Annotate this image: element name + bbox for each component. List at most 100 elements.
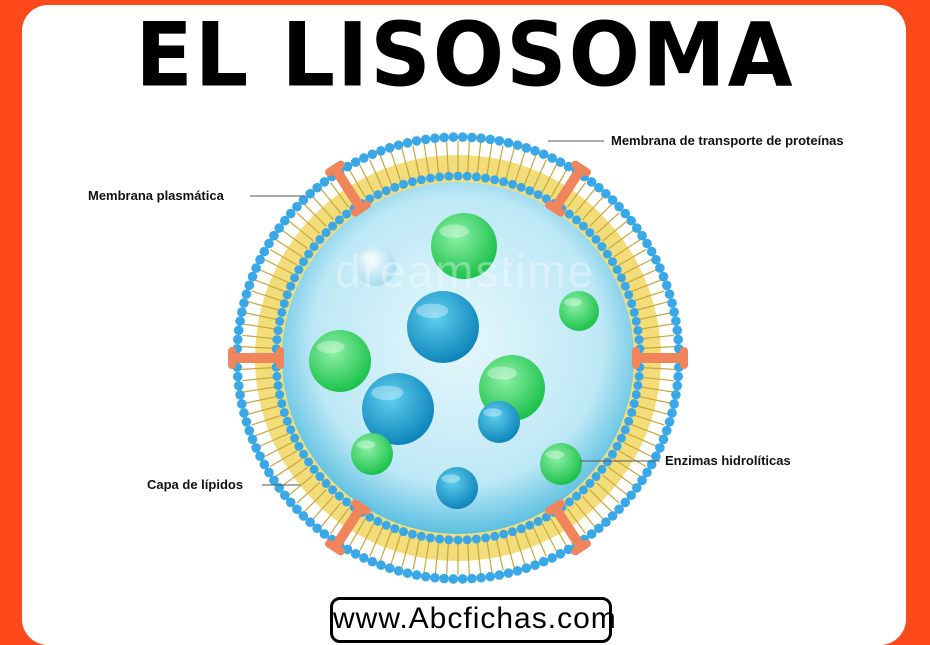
phospholipid-head: [538, 556, 549, 567]
phospholipid-head: [381, 186, 391, 196]
phospholipid-head: [309, 464, 319, 474]
phospholipid-head: [624, 290, 634, 300]
phospholipid-head: [664, 289, 675, 299]
phospholipid-head: [390, 182, 400, 192]
transport-protein: [325, 160, 371, 217]
phospholipid-head: [637, 230, 647, 241]
phospholipid-head: [376, 560, 386, 570]
phospholipid-head: [274, 483, 285, 493]
website-link[interactable]: www.Abcfichas.com: [330, 597, 616, 643]
phospholipid-head: [620, 208, 631, 219]
phospholipid-head: [342, 544, 353, 555]
phospholipid-head: [269, 230, 279, 241]
enzyme-vesicle: [478, 401, 520, 443]
phospholipid-head: [457, 132, 468, 142]
phospholipid-head: [298, 511, 309, 521]
phospholipid-head: [233, 380, 244, 391]
phospholipid-head: [309, 242, 319, 252]
enzyme-vesicle: [540, 443, 582, 485]
phospholipid-head: [585, 478, 595, 488]
phospholipid-head: [277, 307, 287, 317]
phospholipid-head: [241, 289, 252, 299]
phospholipid-head: [334, 491, 344, 501]
watermark: dreamstime: [335, 245, 596, 297]
phospholipid-head: [328, 485, 338, 495]
phospholipid-head: [319, 529, 330, 539]
page-title: EL LISOSOMA: [135, 3, 795, 107]
phospholipid-head: [485, 134, 496, 145]
phospholipid-head: [516, 182, 526, 192]
phospholipid-head: [671, 316, 681, 326]
phospholipid-head: [586, 529, 597, 539]
phospholipid-head: [572, 491, 582, 501]
phospholipid-head: [402, 138, 413, 148]
phospholipid-head: [512, 566, 523, 576]
phospholipid-head: [384, 563, 395, 573]
phospholipid-head: [298, 195, 309, 205]
transport-proteins: [228, 160, 688, 556]
phospholipid-head: [420, 134, 431, 145]
phospholipid-head: [430, 133, 440, 144]
phospholipid-head: [294, 441, 304, 451]
phospholipid-head: [285, 208, 296, 219]
phospholipid-head: [444, 535, 454, 545]
phospholipid-head: [237, 399, 247, 409]
phospholipid-head: [616, 273, 626, 283]
phospholipid-head: [462, 171, 472, 181]
phospholipid-head: [273, 381, 283, 391]
phospholipid-head: [485, 571, 496, 582]
phospholipid-head: [285, 497, 296, 508]
phospholipid-head: [420, 571, 431, 582]
transport-protein: [632, 347, 688, 369]
phospholipid-head: [634, 371, 644, 381]
phospholipid-head: [631, 223, 642, 233]
phospholipid-head: [439, 573, 449, 584]
phospholipid-head: [237, 307, 247, 317]
phospholipid-head: [373, 516, 383, 526]
phospholipid-head: [244, 280, 255, 291]
phospholipid-head: [305, 188, 315, 199]
phospholipid-head: [564, 209, 574, 219]
phospholipid-head: [328, 221, 338, 231]
phospholipid-head: [259, 459, 270, 470]
phospholipid-head: [631, 390, 641, 400]
phospholipid-head: [435, 534, 445, 544]
label-lipid-layer: Capa de lípidos: [147, 477, 244, 492]
phospholipid-head: [239, 298, 249, 308]
phospholipid-head: [232, 334, 243, 345]
phospholipid-head: [359, 553, 369, 563]
enzyme-vesicle: [436, 467, 478, 509]
phospholipid-head: [594, 182, 604, 193]
phospholipid-head: [627, 407, 637, 417]
phospholipid-head: [481, 533, 491, 543]
phospholipid-head: [462, 535, 472, 545]
phospholipid-head: [232, 371, 243, 382]
phospholipid-head: [467, 573, 477, 584]
phospholipid-head: [342, 209, 352, 219]
phospholipid-head: [591, 472, 601, 482]
phospholipid-head: [453, 171, 463, 181]
phospholipid-head: [393, 566, 404, 576]
phospholipid-head: [490, 531, 500, 541]
phospholipid-head: [350, 157, 361, 167]
phospholipid-head: [507, 179, 517, 189]
phospholipid-head: [507, 527, 517, 537]
phospholipid-head: [607, 511, 618, 521]
enzyme-vesicle: [362, 373, 434, 445]
label-hydrolytic-enzymes: Enzimas hidrolíticas: [665, 453, 791, 468]
phospholipid-head: [673, 371, 684, 382]
phospholipid-head: [631, 483, 642, 493]
phospholipid-head: [439, 132, 449, 143]
phospholipid-head: [373, 190, 383, 200]
phospholipid-head: [251, 263, 261, 273]
lysosome-diagram: [228, 132, 688, 584]
phospholipid-head: [547, 553, 557, 563]
phospholipid-head: [664, 417, 675, 427]
phospholipid-head: [255, 254, 265, 265]
phospholipid-head: [299, 257, 309, 267]
phospholipid-head: [384, 143, 395, 153]
phospholipid-head: [444, 171, 454, 181]
phospholipid-head: [494, 570, 505, 580]
phospholipid-head: [342, 497, 352, 507]
phospholipid-head: [499, 529, 509, 539]
